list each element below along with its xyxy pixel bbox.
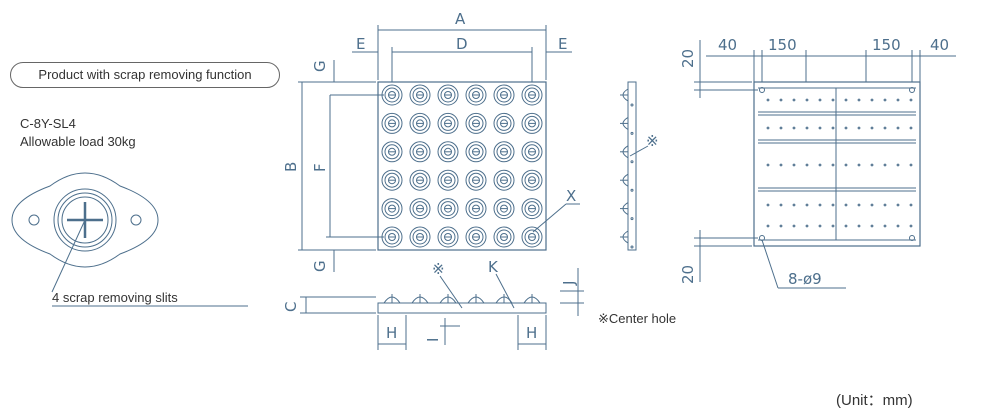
dim-X: X bbox=[566, 187, 576, 205]
top-view-plate bbox=[298, 25, 580, 272]
side-caster bbox=[620, 88, 634, 107]
caster-ball-unit bbox=[409, 198, 431, 220]
bottom-plate-view bbox=[694, 40, 956, 289]
caster-ball-unit bbox=[493, 84, 515, 106]
caster-ball-unit bbox=[465, 226, 487, 248]
slits-callout: 4 scrap removing slits bbox=[52, 290, 178, 305]
caster-ball-unit bbox=[409, 169, 431, 191]
caster-ball-unit bbox=[493, 141, 515, 163]
caster-ball-unit bbox=[493, 112, 515, 134]
side-caster bbox=[620, 202, 634, 221]
side-caster bbox=[620, 145, 634, 164]
caster-ball-unit bbox=[465, 112, 487, 134]
caster-ball-unit bbox=[521, 84, 543, 106]
caster-ball-unit bbox=[465, 141, 487, 163]
dim-20-top: 20 bbox=[679, 49, 697, 68]
dim-D: D bbox=[456, 35, 468, 53]
caster-ball-unit bbox=[381, 226, 403, 248]
caster-ball-unit bbox=[493, 169, 515, 191]
dim-F: F bbox=[311, 163, 329, 172]
caster-ball-unit bbox=[409, 112, 431, 134]
front-view-plate bbox=[300, 268, 584, 350]
caster-ball-unit bbox=[381, 141, 403, 163]
front-caster bbox=[467, 294, 485, 304]
side-asterisk: ※ bbox=[646, 132, 659, 150]
dim-G-top: G bbox=[311, 60, 329, 72]
dim-150-a: 150 bbox=[768, 36, 797, 54]
caster-ball-unit bbox=[381, 84, 403, 106]
dim-C: C bbox=[282, 302, 300, 312]
caster-ball-unit bbox=[409, 226, 431, 248]
caster-ball-unit bbox=[493, 226, 515, 248]
caster-ball-unit bbox=[493, 198, 515, 220]
front-caster bbox=[495, 294, 513, 304]
front-caster bbox=[383, 294, 401, 304]
side-caster bbox=[620, 230, 634, 249]
side-caster bbox=[620, 116, 634, 135]
side-caster bbox=[620, 173, 634, 192]
dim-20-bottom: 20 bbox=[679, 265, 697, 284]
caster-ball-unit bbox=[521, 141, 543, 163]
caster-ball-unit bbox=[437, 226, 459, 248]
caster-ball-unit bbox=[465, 198, 487, 220]
dim-H-left: H bbox=[386, 324, 397, 342]
dim-B: B bbox=[282, 162, 300, 172]
product-feature-badge: Product with scrap removing function bbox=[10, 62, 280, 88]
caster-ball-unit bbox=[409, 84, 431, 106]
dim-40-right: 40 bbox=[930, 36, 949, 54]
dim-E-right: E bbox=[558, 35, 567, 53]
caster-ball-unit bbox=[381, 169, 403, 191]
caster-ball-unit bbox=[437, 84, 459, 106]
dim-E-left: E bbox=[356, 35, 365, 53]
dim-G-bottom: G bbox=[311, 260, 329, 272]
caster-ball-unit bbox=[521, 112, 543, 134]
caster-ball-unit bbox=[381, 112, 403, 134]
caster-unit-icon bbox=[11, 172, 248, 307]
caster-grid bbox=[381, 84, 543, 248]
caster-ball-unit bbox=[437, 141, 459, 163]
caster-ball-unit bbox=[381, 198, 403, 220]
caster-ball-unit bbox=[521, 198, 543, 220]
side-view-plate bbox=[620, 81, 649, 251]
unit-note: (Unit：mm) bbox=[836, 392, 913, 409]
caster-ball-unit bbox=[409, 141, 431, 163]
caster-ball-unit bbox=[437, 169, 459, 191]
caster-ball-unit bbox=[521, 169, 543, 191]
dim-K: K bbox=[488, 258, 499, 276]
front-caster bbox=[439, 294, 457, 304]
caster-ball-unit bbox=[521, 226, 543, 248]
caster-ball-unit bbox=[465, 84, 487, 106]
caster-ball-unit bbox=[437, 112, 459, 134]
dim-40-left: 40 bbox=[718, 36, 737, 54]
dim-H-right: H bbox=[526, 324, 537, 342]
caster-ball-unit bbox=[465, 169, 487, 191]
allowable-load: Allowable load 30kg bbox=[20, 134, 136, 149]
front-caster bbox=[411, 294, 429, 304]
dim-J: J bbox=[560, 281, 578, 286]
dim-I: I bbox=[424, 338, 442, 342]
caster-ball-unit bbox=[437, 198, 459, 220]
dim-A: A bbox=[455, 10, 466, 28]
dim-holes: 8-ø9 bbox=[788, 270, 822, 288]
front-asterisk: ※ bbox=[432, 260, 445, 278]
center-hole-note: ※Center hole bbox=[598, 311, 677, 326]
dim-150-b: 150 bbox=[872, 36, 901, 54]
model-code: C-8Y-SL4 bbox=[20, 116, 76, 131]
front-caster bbox=[523, 294, 541, 304]
